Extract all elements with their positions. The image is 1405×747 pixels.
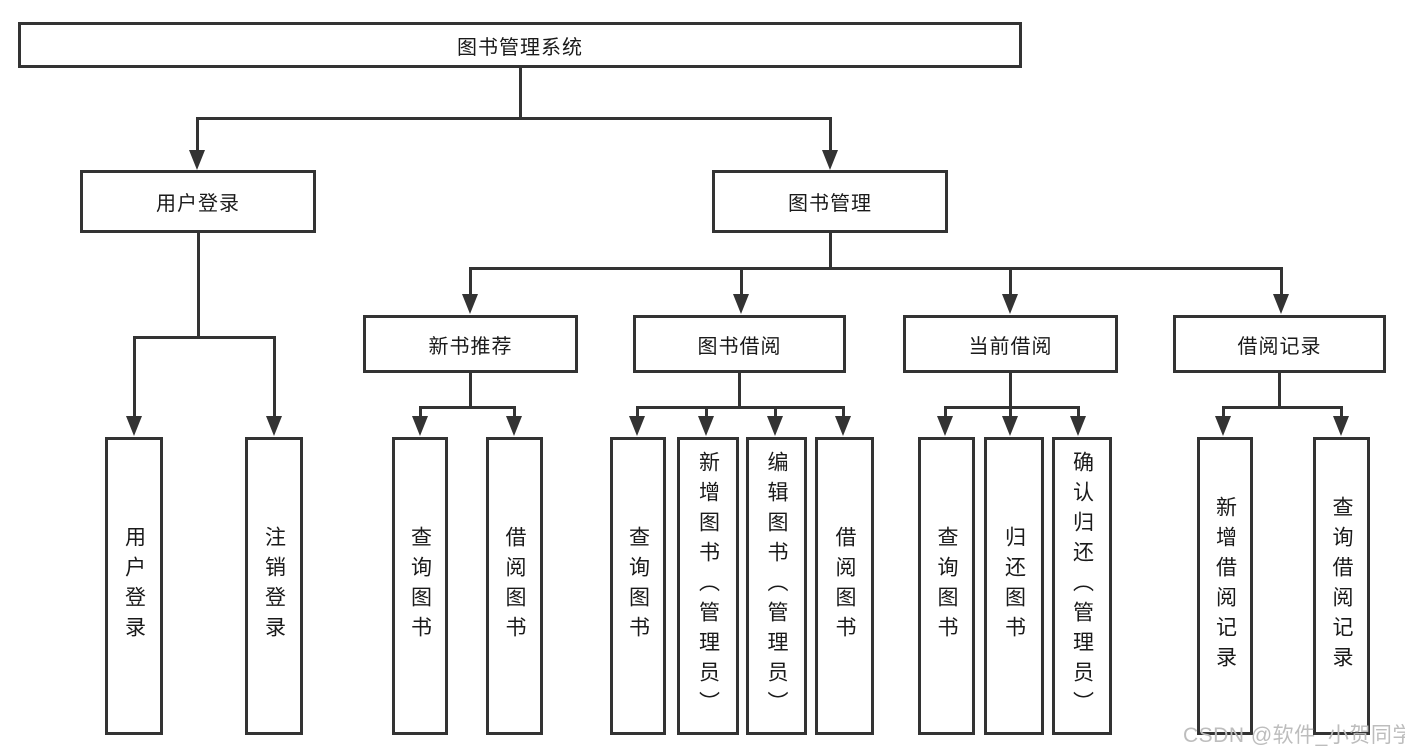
leaf-label: 用户登录 [122,526,146,646]
connector-vline [737,373,741,409]
node-current-borrow: 当前借阅 [903,315,1118,373]
arrow-down-icon [835,416,851,436]
arrow-down-icon [506,416,522,436]
arrow-down-icon [1002,416,1018,436]
connector-vline [418,406,422,419]
node-book-management: 图书管理 [712,170,948,233]
connector-vline [635,406,639,419]
arrow-down-icon [1070,416,1086,436]
leaf-label: 确认归还（管理员） [1070,451,1094,721]
leaf-return-book: 归还图书 [984,437,1044,735]
connector-hline [196,117,832,120]
leaf-label: 查询图书 [626,526,650,646]
leaf-label: 借阅图书 [833,526,856,646]
connector-vline [468,373,472,409]
connector-hline [1222,406,1343,409]
node-user-login: 用户登录 [80,170,316,233]
arrow-down-icon [767,416,783,436]
arrow-down-icon [698,416,714,436]
arrow-down-icon [1215,416,1231,436]
connector-vline [1339,406,1343,419]
arrow-down-icon [822,150,838,170]
arrow-down-icon [1333,416,1349,436]
connector-vline [1008,373,1012,409]
connector-vline [773,406,777,419]
leaf-label: 注销登录 [262,526,286,646]
arrow-down-icon [1273,294,1289,314]
arrow-down-icon [937,416,953,436]
leaf-label: 归还图书 [1002,526,1026,646]
leaf-edit-book-admin: 编辑图书（管理员） [746,437,807,735]
leaf-label: 借阅图书 [503,526,526,646]
connector-vline [1277,373,1281,409]
connector-vline [518,68,522,118]
connector-vline [195,117,199,153]
connector-vline [132,336,136,418]
leaf-label: 查询借阅记录 [1330,496,1353,676]
connector-vline [512,406,516,419]
connector-vline [1076,406,1080,419]
leaf-label: 查询图书 [935,526,958,646]
leaf-query-book-1: 查询图书 [392,437,448,735]
arrow-down-icon [266,416,282,436]
connector-vline [739,267,743,298]
leaf-label: 编辑图书（管理员） [765,451,788,721]
node-library-management-system: 图书管理系统 [18,22,1022,68]
connector-vline [841,406,845,419]
connector-vline [1279,267,1283,298]
leaf-borrow-book-2: 借阅图书 [815,437,874,735]
arrow-down-icon [1002,294,1018,314]
connector-vline [828,117,832,153]
connector-vline [272,336,276,418]
arrow-down-icon [189,150,205,170]
node-new-book-recommend: 新书推荐 [363,315,578,373]
leaf-borrow-book-1: 借阅图书 [486,437,543,735]
csdn-watermark: CSDN @软件_小贺同学 [1183,724,1405,747]
leaf-label: 新增借阅记录 [1213,496,1237,676]
leaf-user-login: 用户登录 [105,437,163,735]
arrow-down-icon [412,416,428,436]
arrow-down-icon [629,416,645,436]
leaf-query-book-2: 查询图书 [610,437,666,735]
connector-vline [704,406,708,419]
connector-hline [636,406,845,409]
leaf-logout: 注销登录 [245,437,303,735]
connector-vline [196,233,200,339]
arrow-down-icon [126,416,142,436]
leaf-add-borrow-record: 新增借阅记录 [1197,437,1253,735]
leaf-label: 查询图书 [408,526,432,646]
leaf-query-book-3: 查询图书 [918,437,975,735]
arrow-down-icon [462,294,478,314]
node-book-borrow: 图书借阅 [633,315,846,373]
leaf-query-borrow-record: 查询借阅记录 [1313,437,1370,735]
connector-vline [1221,406,1225,419]
leaf-add-book-admin: 新增图书（管理员） [677,437,739,735]
leaf-confirm-return-admin: 确认归还（管理员） [1052,437,1112,735]
connector-hline [944,406,1080,409]
connector-vline [1008,406,1012,419]
connector-vline [943,406,947,419]
connector-vline [828,233,832,270]
connector-vline [1008,267,1012,298]
connector-hline [419,406,516,409]
leaf-label: 新增图书（管理员） [696,451,720,721]
node-borrow-record: 借阅记录 [1173,315,1386,373]
arrow-down-icon [733,294,749,314]
connector-hline [469,267,1283,270]
connector-hline [133,336,276,339]
connector-vline [468,267,472,298]
